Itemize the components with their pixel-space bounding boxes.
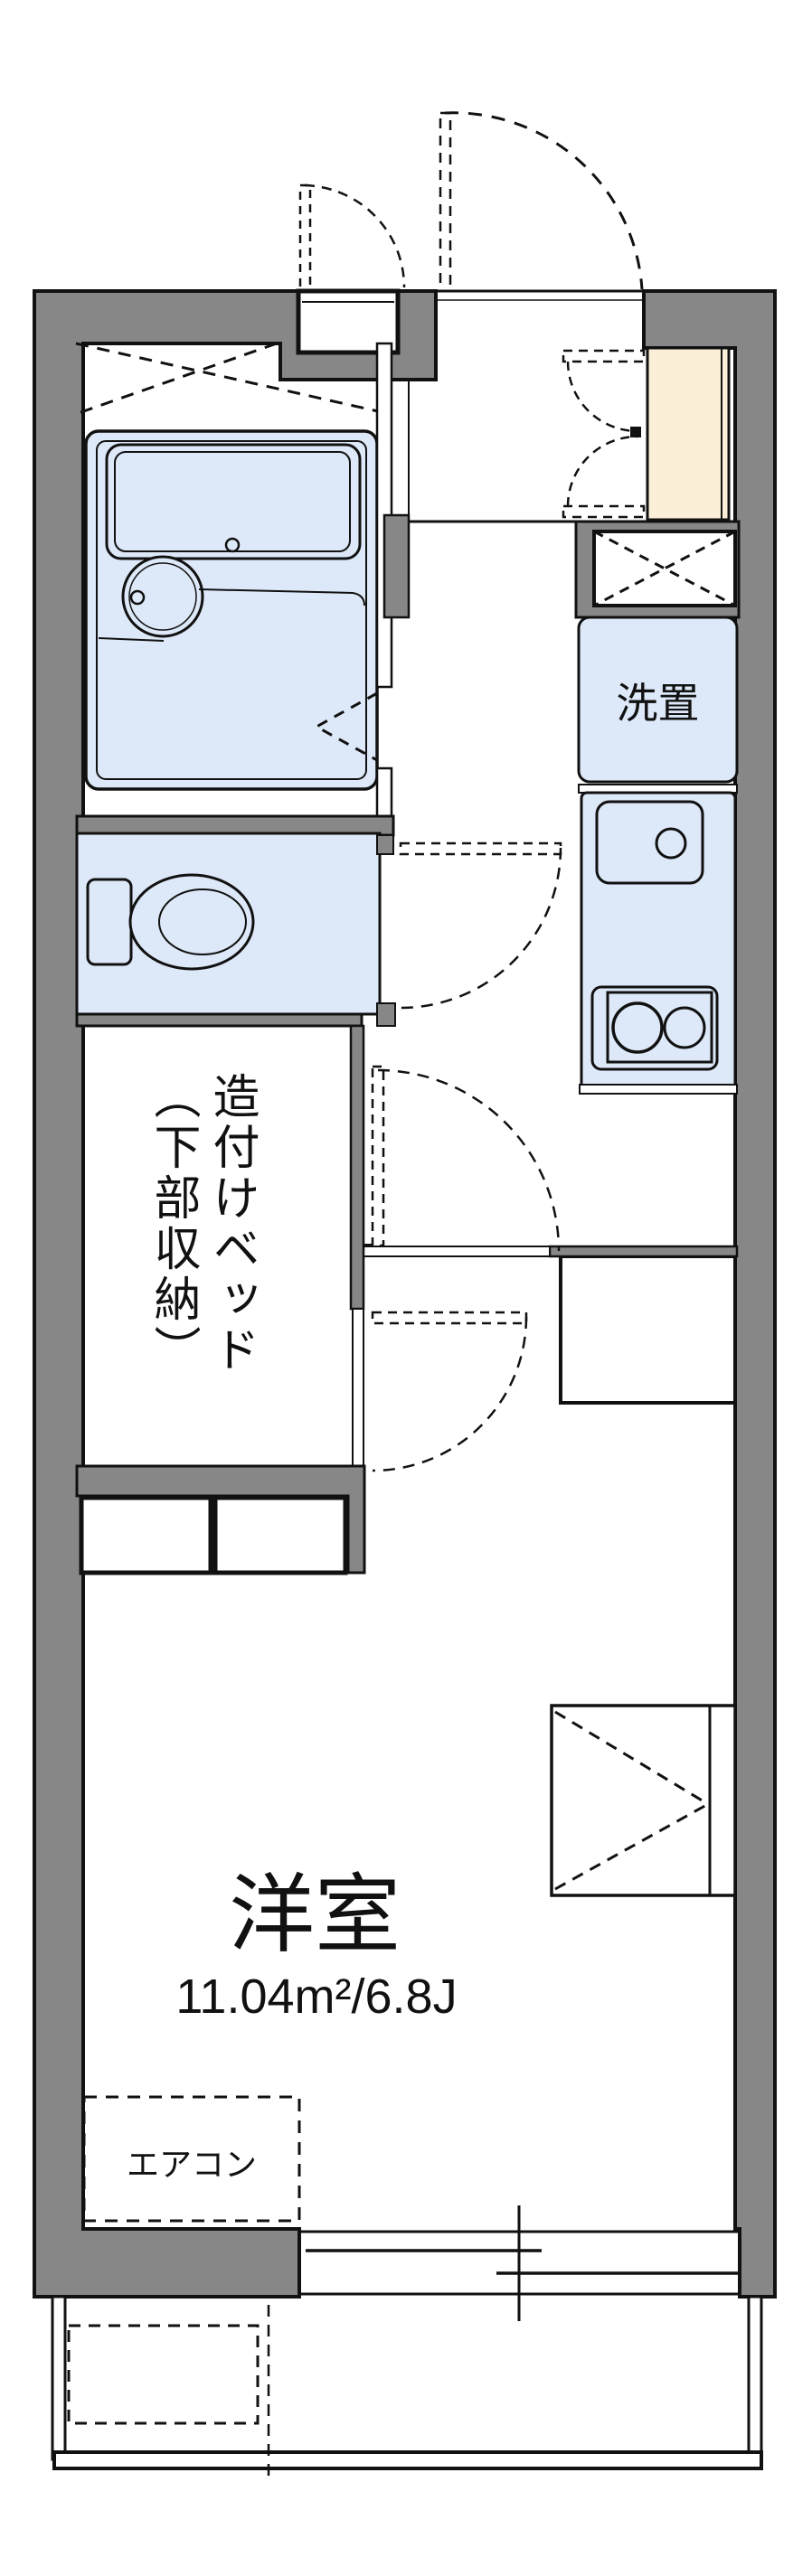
stove-plate — [606, 991, 713, 1064]
toilet-bowl — [128, 873, 255, 971]
hall-doors — [359, 1065, 561, 1472]
balcony-rail — [52, 2450, 763, 2470]
shoe-door-leaf-top — [562, 349, 646, 363]
bed-door-arc — [372, 1316, 528, 1472]
unit-bath-liner — [96, 440, 367, 780]
wall-left-top-bottom — [33, 289, 438, 2299]
hall-wall-stub — [382, 513, 411, 619]
kitchen-faucet — [655, 827, 687, 860]
closet-box-right — [212, 1495, 348, 1575]
toilet-bottom-wall — [75, 1012, 364, 1028]
kitchen-sink — [595, 800, 704, 885]
side-unit-v2 — [554, 1802, 709, 1891]
toilet-door-leaf — [399, 841, 562, 856]
bed-bottom-wall — [75, 1464, 366, 1575]
shoe-door-arc-top — [566, 361, 638, 433]
stove-burner-left — [611, 1001, 664, 1054]
basin-faucet — [129, 589, 146, 606]
window-balcony — [51, 2205, 763, 2477]
room-door-threshold — [363, 1246, 551, 1257]
fridge-space — [559, 1255, 737, 1405]
bath-folding-door — [313, 691, 378, 762]
meterbox-door-arc — [304, 183, 406, 288]
wash-basin-inner — [128, 562, 197, 631]
side-unit-v1 — [554, 1710, 709, 1806]
toilet-room — [75, 832, 562, 1028]
aircon-box — [82, 2095, 301, 2223]
bath-right-wall-lower — [375, 766, 393, 820]
toilet-door-stub-bottom — [376, 1002, 396, 1027]
stub-wall-right — [548, 1245, 739, 1258]
balcony-wall-right — [747, 2295, 763, 2461]
bath-cross-line-2 — [75, 342, 278, 416]
washer-space-box — [577, 616, 739, 784]
bathtub-drain — [224, 537, 241, 553]
built-in-bed-label-line1: 造付けベッド — [205, 1072, 258, 1376]
entrance-door-leaf — [439, 111, 452, 293]
western-room-area: 11.04m²/6.8J — [175, 1970, 458, 2024]
wash-basin — [121, 555, 204, 638]
bathroom — [75, 342, 411, 837]
stove-frame — [590, 985, 719, 1071]
entrance-door-arc — [444, 111, 644, 290]
meterbox-door-leaf — [298, 183, 312, 293]
side-unit — [550, 1704, 737, 1897]
hall-door-arc — [377, 1068, 561, 1252]
shoe-door-arc-bottom — [566, 435, 638, 507]
counter-edge-right — [198, 588, 365, 606]
pipe-space-x1 — [593, 530, 736, 607]
washer-space-label: 洗置 — [616, 680, 700, 727]
bathtub — [105, 443, 362, 560]
counter-edge-left — [98, 637, 165, 642]
shoe-cabinet — [646, 346, 731, 522]
kitchen-column — [548, 520, 741, 1405]
western-room-name: 洋室 — [228, 1867, 401, 1963]
toilet-door-stub-top — [376, 834, 394, 855]
closet-box-left — [79, 1495, 213, 1575]
bath-cross-line-1 — [75, 342, 379, 413]
western-room — [82, 1704, 737, 2223]
pipe-space-x2 — [593, 530, 736, 607]
toilet-door-arc — [400, 847, 562, 1010]
toilet-bowl-inner — [158, 888, 247, 955]
built-in-bed-label: 造付けベッド （下部収納） — [143, 1072, 260, 1434]
shoe-door-leaf-bottom — [562, 504, 646, 519]
aircon-label: エアコン — [126, 2146, 257, 2183]
balcony-hatch — [67, 2324, 260, 2425]
kitchen-bottom-edge — [579, 1084, 738, 1095]
balcony-wall-left — [51, 2295, 67, 2461]
toilet-tank — [86, 878, 133, 966]
bed-room — [75, 1024, 366, 1575]
bed-right-wall-thin — [352, 1308, 364, 1469]
bed-door-leaf — [371, 1311, 528, 1325]
shoe-door-knob — [630, 427, 641, 437]
hall-door-leaf — [371, 1065, 385, 1247]
built-in-bed-label-line2: （下部収納） — [146, 1072, 199, 1376]
bed-right-wall-upper — [349, 1024, 365, 1311]
stove-burner-right — [663, 1006, 706, 1049]
